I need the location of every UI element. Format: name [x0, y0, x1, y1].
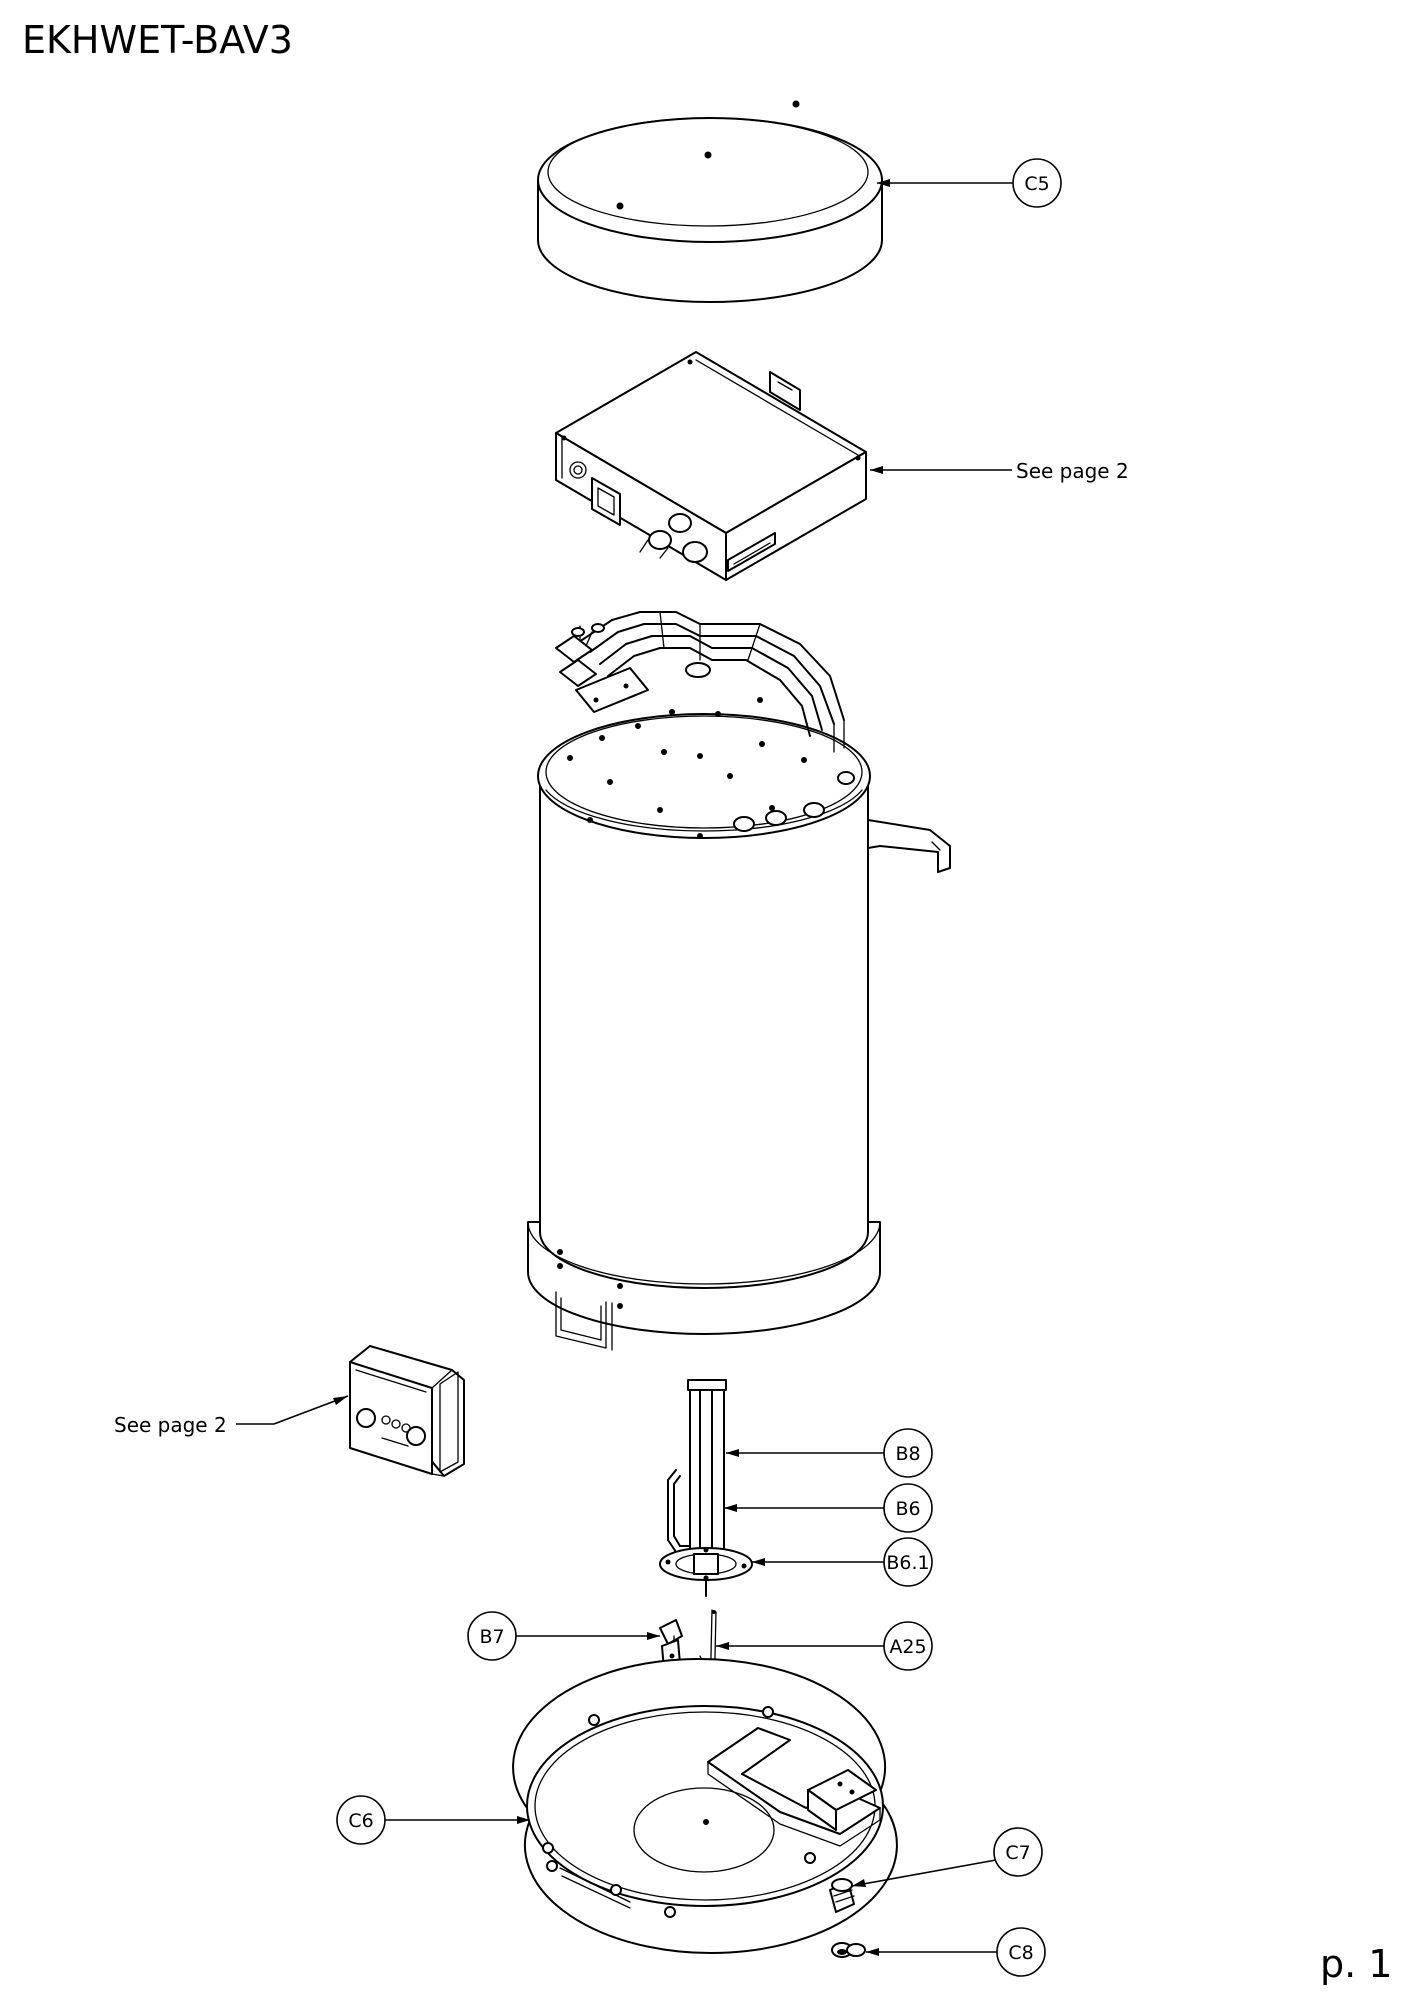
heating-element	[659, 1379, 753, 1597]
heat-exchanger-pipes	[555, 611, 845, 753]
svg-text:A25: A25	[889, 1636, 926, 1658]
reference-user-interface: See page 2	[114, 1413, 227, 1437]
callout-c5: C5	[1012, 158, 1062, 208]
cable-gland	[829, 1878, 855, 1913]
svg-text:B6: B6	[895, 1498, 920, 1520]
callout-b7: B7	[467, 1611, 517, 1661]
top-lid	[537, 100, 883, 303]
reference-switch-box: See page 2	[1016, 459, 1129, 483]
callout-a25: A25	[883, 1621, 933, 1671]
bottom-plate	[512, 1657, 898, 1955]
switch-box	[555, 351, 867, 581]
callout-b8: B8	[883, 1428, 933, 1478]
svg-text:C5: C5	[1024, 173, 1049, 195]
callout-b6-1: B6.1	[883, 1537, 933, 1587]
page-title: EKHWET-BAV3	[22, 18, 293, 62]
user-interface-unit	[349, 1345, 465, 1477]
svg-text:B6.1: B6.1	[886, 1552, 929, 1574]
leader-lines	[236, 179, 1013, 1956]
svg-text:B7: B7	[479, 1626, 504, 1648]
callout-c7: C7	[993, 1827, 1043, 1877]
svg-text:C7: C7	[1005, 1842, 1030, 1864]
svg-text:B8: B8	[895, 1443, 920, 1465]
tank-body	[527, 662, 951, 1351]
callout-b6: B6	[883, 1483, 933, 1533]
cable-nut	[831, 1942, 866, 1958]
callout-c8: C8	[996, 1927, 1046, 1977]
svg-text:C8: C8	[1008, 1942, 1033, 1964]
svg-text:C6: C6	[348, 1810, 373, 1832]
page-number: p. 1	[1320, 1942, 1393, 1986]
callout-c6: C6	[336, 1795, 386, 1845]
